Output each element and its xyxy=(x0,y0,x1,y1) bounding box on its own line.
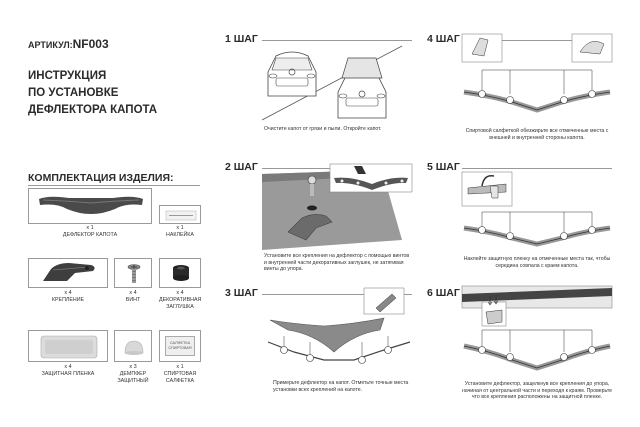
article-line: АРТИКУЛ:NF003 xyxy=(28,37,109,51)
film-image xyxy=(40,335,98,359)
kit-clip-frame xyxy=(28,258,108,288)
step-3-label: 3 ШАГ xyxy=(225,287,258,299)
kit-plug-label: ДЕКОРАТИВНАЯ ЗАГЛУШКА xyxy=(159,297,202,310)
plug-image xyxy=(173,265,189,281)
napkin-image: САЛФЕТКА СПИРТОВАЯ xyxy=(165,336,195,356)
kit-napkin-frame: САЛФЕТКА СПИРТОВАЯ xyxy=(159,330,201,362)
step-4-rule xyxy=(462,40,612,41)
title-line-1: ИНСТРУКЦИЯ xyxy=(28,70,107,82)
step-5-rule xyxy=(462,168,612,169)
kit-damper-label: ДЕМПФЕР ЗАЩИТНЫЙ xyxy=(117,371,149,384)
kit-damper-qty: х 3 xyxy=(129,364,137,370)
kit-napkin-label: СПИРТОВАЯ САЛФЕТКА xyxy=(163,371,197,384)
sticker-image xyxy=(165,210,197,221)
kit-deflector-label: ДЕФЛЕКТОР КАПОТА xyxy=(62,232,118,238)
step-5-caption: Наклейте защитную пленку на отмеченные м… xyxy=(463,256,611,269)
step-6-label: 6 ШАГ xyxy=(427,287,460,299)
step-1-car-image xyxy=(261,45,403,121)
kit-film-frame xyxy=(28,330,108,362)
step-3-rule xyxy=(262,294,412,295)
kit-plug-frame xyxy=(159,258,201,288)
step-1-caption: Очистите капот от грязи и пыли. Откройте… xyxy=(264,126,382,132)
step-4-label: 4 ШАГ xyxy=(427,33,460,45)
step-6-install-image xyxy=(461,285,613,371)
step-1-rule xyxy=(262,40,412,41)
step-3-caption: Примерьте дефлектор на капот. Отметьте т… xyxy=(273,380,409,393)
article-label: АРТИКУЛ: xyxy=(28,40,73,50)
step-5-label: 5 ШАГ xyxy=(427,161,460,173)
screw-image xyxy=(127,264,141,283)
step-3-fitting-image xyxy=(267,287,411,364)
title-line-3: ДЕФЛЕКТОРА КАПОТА xyxy=(28,104,158,116)
kit-clip-label: КРЕПЛЕНИЕ xyxy=(51,297,85,303)
kit-title: КОМПЛЕКТАЦИЯ ИЗДЕЛИЯ: xyxy=(28,172,174,184)
kit-damper-frame xyxy=(114,330,152,362)
kit-napkin-qty: х 1 xyxy=(176,364,184,370)
kit-clip-qty: х 4 xyxy=(64,290,72,296)
kit-screw-qty: х 4 xyxy=(129,290,137,296)
kit-film-qty: х 4 xyxy=(64,364,72,370)
damper-image xyxy=(124,340,144,355)
page-title: ИНСТРУКЦИЯ ПО УСТАНОВКЕ ДЕФЛЕКТОРА КАПОТ… xyxy=(28,68,218,119)
step-2-assembly-image xyxy=(262,163,413,250)
kit-sticker-frame xyxy=(159,205,201,224)
step-2-label: 2 ШАГ xyxy=(225,161,258,173)
article-code: NF003 xyxy=(72,37,109,51)
deflector-image xyxy=(39,196,143,214)
kit-deflector-qty: х 1 xyxy=(86,225,94,231)
kit-film-label: ЗАЩИТНАЯ ПЛЕНКА xyxy=(41,371,95,377)
clip-image xyxy=(43,263,95,281)
kit-sticker-qty: х 1 xyxy=(176,225,184,231)
title-line-2: ПО УСТАНОВКЕ xyxy=(28,87,119,99)
step-4-caption: Спиртовой салфеткой обезжирьте все отмеч… xyxy=(465,128,609,141)
step-1-label: 1 ШАГ xyxy=(225,33,258,45)
kit-plug-qty: х 4 xyxy=(176,290,184,296)
kit-deflector-frame xyxy=(28,188,152,224)
step-4-degrease-image xyxy=(461,33,613,113)
step-5-film-image xyxy=(461,171,611,247)
step-2-caption: Установите все крепления на дефлектор с … xyxy=(264,253,410,272)
kit-sticker-label: НАКЛЕЙКА xyxy=(166,232,194,238)
step-6-caption: Установите дефлектор, защелкнув все креп… xyxy=(461,381,613,400)
kit-screw-frame xyxy=(114,258,152,288)
kit-screw-label: ВИНТ xyxy=(125,297,141,303)
kit-divider xyxy=(28,185,200,186)
